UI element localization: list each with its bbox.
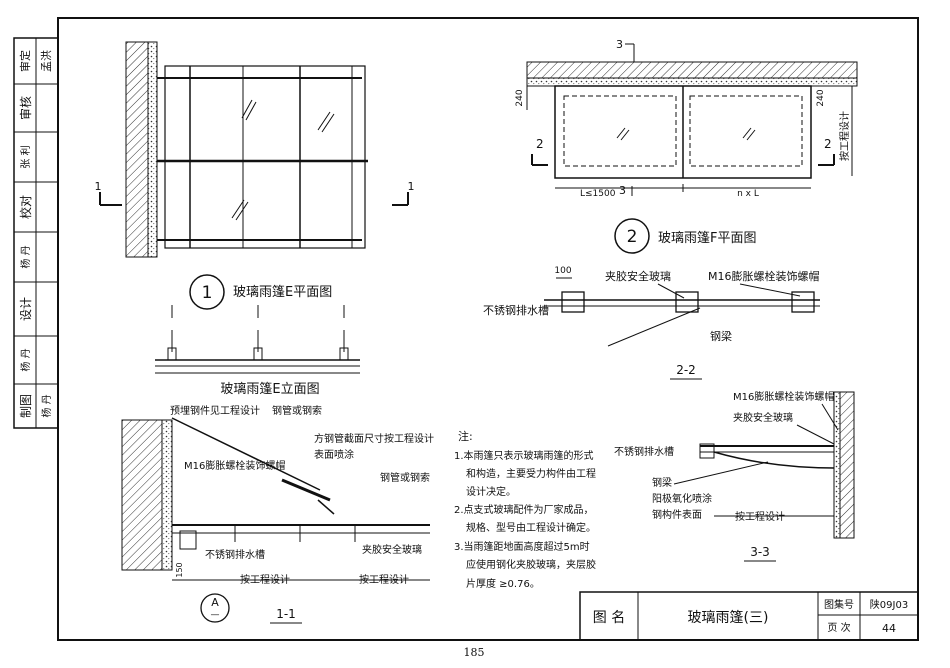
title-label-name: 图 名 bbox=[593, 610, 625, 626]
plan-f-dim-240-right: 240 bbox=[816, 89, 826, 106]
draw-sign: 杨 丹 bbox=[40, 394, 53, 417]
notes-head: 注: bbox=[458, 429, 473, 443]
check-sign: 杨 丹 bbox=[19, 245, 32, 268]
s11-dim-150: 150 bbox=[175, 562, 184, 577]
s33-label-anod: 阳极氧化喷涂 bbox=[652, 492, 712, 505]
s11-design2: 按工程设计 bbox=[359, 573, 409, 586]
plan-f-section3-top: 3 bbox=[616, 38, 623, 51]
note-3a: 3.当雨篷距地面高度超过5m时 bbox=[454, 540, 590, 553]
plan-f-design-note: 按工程设计 bbox=[838, 111, 851, 161]
note-2b: 规格、型号由工程设计确定。 bbox=[466, 521, 596, 534]
notes-block: 注: 1.本雨篷只表示玻璃雨篷的形式 和构造，主要受力构件由工程 设计决定。 2… bbox=[454, 429, 596, 590]
elevation-e-drawing: 玻璃雨篷E立面图 bbox=[155, 305, 360, 397]
title-label-page: 页 次 bbox=[827, 621, 850, 634]
s33-label-drain: 不锈钢排水槽 bbox=[614, 445, 674, 458]
note-3b: 应使用钢化夹胶玻璃，夹层胶 bbox=[466, 558, 596, 571]
check-label: 校对 bbox=[18, 195, 33, 219]
s11-label-tube: 钢管或钢索 bbox=[272, 404, 322, 417]
title-page-no: 44 bbox=[882, 622, 896, 635]
section-3-3-drawing: M16膨胀螺栓装饰螺帽 夹胶安全玻璃 不锈钢排水槽 钢梁 阳极氧化喷涂 钢构件表… bbox=[614, 390, 855, 562]
s33-label-bolt: M16膨胀螺栓装饰螺帽 bbox=[733, 390, 834, 403]
plan-f-drawing: 3 3 2 2 240 240 按工程设计 L≤1500 n x L 2 玻璃雨… bbox=[515, 38, 858, 254]
plan-e-drawing: 1 1 1 玻璃雨篷E平面图 bbox=[95, 41, 415, 310]
page-number: 185 bbox=[464, 646, 485, 659]
design-sign: 杨 丹 bbox=[19, 348, 32, 371]
s22-label-glass: 夹胶安全玻璃 bbox=[605, 269, 671, 283]
s11-bubble-letter: A bbox=[211, 596, 219, 609]
plan-f-title: 玻璃雨篷F平面图 bbox=[658, 231, 756, 246]
plan-e-title: 玻璃雨篷E平面图 bbox=[233, 285, 332, 300]
s33-label-glass: 夹胶安全玻璃 bbox=[733, 411, 793, 424]
s22-title: 2-2 bbox=[676, 363, 696, 377]
title-block: 图 名 玻璃雨篷(三) 图集号 陕09J03 页 次 44 bbox=[579, 591, 919, 641]
section-1-1-drawing: 预埋钢件见工程设计 钢管或钢索 方钢管截面尺寸按工程设计 表面喷涂 M16膨胀螺… bbox=[121, 404, 434, 624]
title-set-no: 陕09J03 bbox=[870, 598, 908, 611]
s11-label-drain: 不锈钢排水槽 bbox=[205, 548, 265, 561]
title-label-set: 图集号 bbox=[824, 598, 854, 611]
section-2-2-drawing: 100 夹胶安全玻璃 M16膨胀螺栓装饰螺帽 不锈钢排水槽 钢梁 2-2 bbox=[483, 266, 820, 380]
note-3c: 片厚度 ≥0.76。 bbox=[466, 577, 540, 590]
plan-f-dim-nl: n x L bbox=[737, 189, 759, 199]
s11-label-sq: 方钢管截面尺寸按工程设计 bbox=[314, 432, 434, 445]
s11-label-glass: 夹胶安全玻璃 bbox=[362, 543, 422, 556]
draw-label: 制图 bbox=[19, 394, 33, 418]
note-1b: 和构造，主要受力构件由工程 bbox=[466, 467, 596, 480]
approve-label: 审定 bbox=[18, 50, 32, 72]
plan-f-number: 2 bbox=[627, 227, 638, 247]
s22-label-drain: 不锈钢排水槽 bbox=[483, 303, 549, 317]
signature-strip: 审定 孟洪 审核 张 利 校对 杨 丹 设计 杨 丹 制图 杨 丹 bbox=[13, 37, 59, 429]
elevation-e-title: 玻璃雨篷E立面图 bbox=[220, 382, 319, 397]
review-sign: 张 利 bbox=[20, 145, 32, 168]
note-1c: 设计决定。 bbox=[466, 485, 516, 498]
section-mark-left: 1 bbox=[95, 180, 102, 193]
plan-f-section2-right: 2 bbox=[824, 137, 832, 151]
s11-label-paint: 表面喷涂 bbox=[314, 448, 354, 461]
review-label: 审核 bbox=[18, 96, 33, 120]
s11-label-embed: 预埋钢件见工程设计 bbox=[170, 404, 260, 417]
design-label: 设计 bbox=[19, 297, 33, 321]
s33-title: 3-3 bbox=[750, 545, 770, 559]
plan-f-dim-240-left: 240 bbox=[515, 89, 525, 106]
note-2a: 2.点支式玻璃配件为厂家成品， bbox=[454, 503, 594, 516]
s33-design: 按工程设计 bbox=[735, 510, 785, 523]
plan-f-section3-bottom: 3 bbox=[619, 184, 626, 197]
plan-f-section2-left: 2 bbox=[536, 137, 544, 151]
s22-dim-100: 100 bbox=[554, 266, 571, 276]
note-1a: 1.本雨篷只表示玻璃雨篷的形式 bbox=[454, 449, 594, 462]
plan-f-dim-l: L≤1500 bbox=[580, 189, 616, 199]
section-mark-right: 1 bbox=[408, 180, 415, 193]
s33-label-beam: 钢梁 bbox=[652, 476, 672, 489]
s11-label-tube2: 钢管或钢索 bbox=[380, 471, 430, 484]
plan-e-number: 1 bbox=[202, 283, 213, 303]
s11-title: 1-1 bbox=[276, 607, 296, 621]
s11-label-bolt: M16膨胀螺栓装饰螺帽 bbox=[184, 459, 285, 472]
approve-sign: 孟洪 bbox=[39, 50, 53, 72]
s33-label-surface: 钢构件表面 bbox=[652, 508, 702, 521]
s22-label-beam: 钢梁 bbox=[710, 329, 732, 343]
title-drawing-name: 玻璃雨篷(三) bbox=[688, 609, 769, 626]
s11-design1: 按工程设计 bbox=[240, 573, 290, 586]
s22-label-bolt: M16膨胀螺栓装饰螺帽 bbox=[708, 269, 820, 283]
s11-bubble-dash: — bbox=[211, 610, 220, 620]
